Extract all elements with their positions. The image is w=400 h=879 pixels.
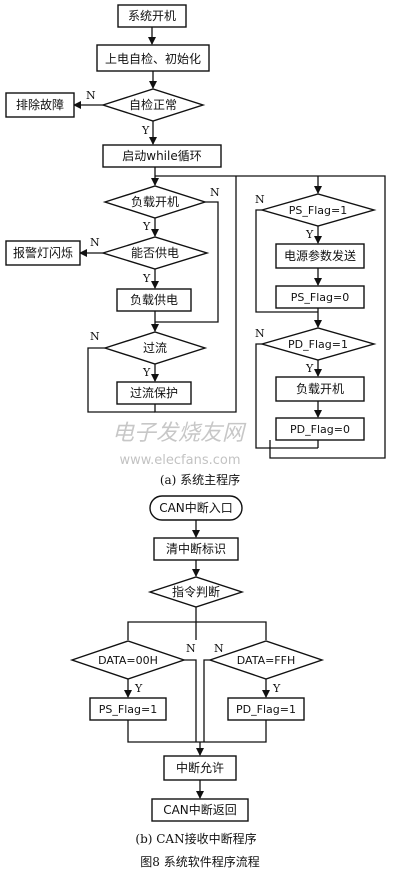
svg-text:N: N [255, 193, 265, 206]
svg-text:电源参数发送: 电源参数发送 [284, 248, 356, 263]
svg-text:www.elecfans.com: www.elecfans.com [119, 453, 240, 468]
svg-text:Y: Y [142, 272, 151, 285]
node-overcurrent-protect: 过流保护 [116, 381, 192, 405]
svg-text:N: N [214, 642, 224, 655]
node-can-return: CAN中断返回 [151, 798, 249, 822]
svg-text:PS_Flag=1: PS_Flag=1 [99, 703, 157, 716]
node-send-params: 电源参数发送 [275, 243, 365, 269]
svg-text:N: N [255, 327, 265, 340]
svg-text:过流: 过流 [143, 341, 167, 355]
svg-text:N: N [86, 89, 96, 102]
decision-data-ffh: DATA=FFH [207, 640, 325, 680]
svg-text:Y: Y [305, 228, 314, 241]
svg-text:排除故障: 排除故障 [16, 97, 64, 112]
svg-text:CAN中断返回: CAN中断返回 [163, 802, 237, 817]
decision-load-on: 负载开机 [102, 185, 208, 219]
node-pd-flag-set: PD_Flag=1 [227, 697, 305, 721]
svg-text:DATA=FFH: DATA=FFH [237, 654, 295, 667]
decision-pd-flag: PD_Flag=1 [259, 327, 377, 361]
svg-text:PS_Flag=0: PS_Flag=0 [291, 291, 349, 304]
svg-text:负载开机: 负载开机 [131, 195, 179, 209]
caption-can-interrupt: (b) CAN接收中断程序 [135, 831, 256, 846]
node-interrupt-allow: 中断允许 [163, 755, 237, 781]
caption-main-program: (a) 系统主程序 [160, 472, 240, 487]
node-while-loop: 启动while循环 [102, 144, 222, 168]
decision-command: 指令判断 [147, 576, 245, 608]
node-load-supply: 负载供电 [116, 288, 192, 312]
svg-text:PD_Flag=1: PD_Flag=1 [288, 338, 348, 351]
svg-text:负载供电: 负载供电 [130, 293, 178, 307]
node-ps-flag-set: PS_Flag=1 [89, 697, 167, 721]
svg-text:Y: Y [272, 682, 281, 695]
node-clear-flag: 清中断标识 [153, 537, 239, 561]
decision-selfcheck: 自检正常 [100, 88, 206, 122]
svg-text:报警灯闪烁: 报警灯闪烁 [13, 245, 73, 260]
main-program-flowchart: 系统开机 上电自检、初始化 自检正常 N 排除故障 Y 启动while循环 [5, 4, 386, 487]
node-pd-flag-reset: PD_Flag=0 [275, 417, 365, 441]
node-fix-fault: 排除故障 [5, 92, 75, 118]
svg-text:启动while循环: 启动while循环 [122, 149, 201, 163]
svg-text:CAN中断入口: CAN中断入口 [159, 500, 233, 515]
svg-text:电子发烧友网: 电子发烧友网 [112, 421, 247, 446]
svg-text:能否供电: 能否供电 [131, 246, 179, 260]
svg-text:N: N [90, 330, 100, 343]
svg-text:Y: Y [134, 682, 143, 695]
svg-text:PD_Flag=1: PD_Flag=1 [236, 703, 296, 716]
svg-text:自检正常: 自检正常 [129, 97, 177, 112]
node-alarm: 报警灯闪烁 [5, 240, 81, 266]
svg-text:Y: Y [142, 220, 151, 233]
svg-text:N: N [210, 186, 220, 199]
svg-text:指令判断: 指令判断 [172, 584, 220, 599]
figure-caption: 图8 系统软件程序流程 [140, 854, 259, 869]
node-init: 上电自检、初始化 [96, 44, 210, 72]
decision-data-00h: DATA=00H [69, 640, 187, 680]
svg-text:清中断标识: 清中断标识 [166, 541, 226, 556]
svg-text:Y: Y [142, 366, 151, 379]
svg-text:PS_Flag=1: PS_Flag=1 [289, 204, 347, 217]
decision-overcurrent: 过流 [102, 331, 208, 365]
node-start: 系统开机 [117, 4, 187, 28]
svg-text:N: N [90, 236, 100, 249]
node-ps-flag-reset: PS_Flag=0 [275, 285, 365, 309]
svg-text:N: N [186, 642, 196, 655]
svg-text:过流保护: 过流保护 [130, 386, 178, 400]
svg-text:中断允许: 中断允许 [176, 760, 224, 775]
watermark: 电子发烧友网 www.elecfans.com [112, 421, 247, 468]
svg-text:系统开机: 系统开机 [128, 9, 176, 23]
svg-text:Y: Y [305, 362, 314, 375]
svg-text:PD_Flag=0: PD_Flag=0 [290, 423, 350, 436]
node-can-entry: CAN中断入口 [149, 495, 243, 521]
can-interrupt-flowchart: CAN中断入口 清中断标识 指令判断 DATA=00H N DATA=FFH N… [69, 495, 325, 846]
decision-ps-flag: PS_Flag=1 [259, 193, 377, 227]
svg-text:上电自检、初始化: 上电自检、初始化 [105, 51, 201, 66]
svg-text:DATA=00H: DATA=00H [98, 654, 158, 667]
svg-text:负载开机: 负载开机 [296, 382, 344, 396]
node-load-on: 负载开机 [275, 376, 365, 402]
svg-text:Y: Y [141, 124, 150, 137]
decision-can-supply: 能否供电 [100, 236, 210, 270]
